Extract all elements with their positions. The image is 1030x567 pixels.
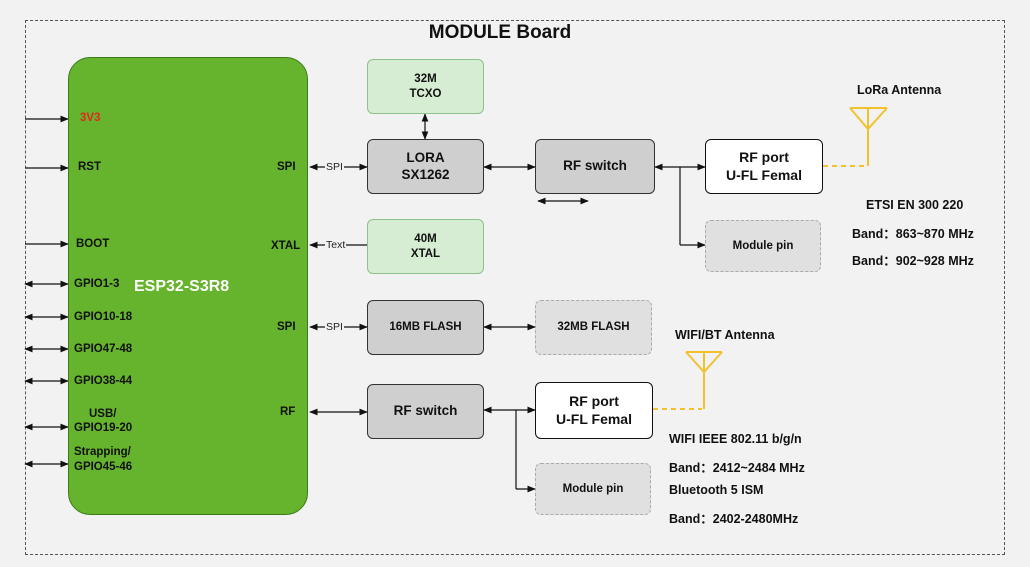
pin-strapping: Strapping/ — [74, 446, 131, 458]
rf-port-top-sublabel: U-FL Femal — [726, 166, 802, 183]
rf-port-bottom-sublabel: U-FL Femal — [556, 410, 632, 427]
module-board-border — [25, 20, 1005, 555]
lora-sublabel: SX1262 — [401, 166, 450, 182]
pin-gpio47-48: GPIO47-48 — [74, 343, 133, 355]
pin-gpio38-44: GPIO38-44 — [74, 375, 133, 387]
module-pin-bottom-label: Module pin — [562, 482, 624, 495]
wifi-spec-band: Band：2412~2484 MHz — [669, 461, 805, 475]
tcxo-sublabel: TCXO — [409, 87, 442, 100]
pin-gpio45-46: GPIO45-46 — [74, 461, 133, 473]
xtal-sublabel: XTAL — [410, 247, 441, 260]
xtal-wire-label: Text — [325, 239, 347, 251]
module-pin-bottom-block: Module pin — [535, 463, 651, 515]
esp32-chip — [68, 57, 308, 515]
pin-gpio10-18: GPIO10-18 — [74, 311, 133, 323]
flash32-block: 32MB FLASH — [535, 300, 652, 355]
chip-name: ESP32-S3R8 — [134, 278, 230, 295]
xtal-label: 40M — [414, 233, 437, 246]
wifi-spec-standard: WIFI IEEE 802.11 b/g/n — [669, 432, 802, 446]
rf-port-top-label: RF port — [739, 149, 789, 165]
lora-antenna-label: LoRa Antenna — [857, 83, 942, 97]
pin-usb: USB/ — [89, 408, 117, 420]
pin-gpio1-3: GPIO1-3 — [74, 278, 120, 290]
rf-switch-bottom-label: RF switch — [393, 403, 458, 419]
flash16-block: 16MB FLASH — [367, 300, 484, 355]
flash32-label: 32MB FLASH — [557, 321, 630, 334]
rf-port-bottom-label: RF port — [569, 393, 619, 409]
lora-spec-band1: Band：863~870 MHz — [852, 227, 974, 241]
diagram-title: MODULE Board — [428, 22, 572, 43]
module-pin-top-label: Module pin — [732, 239, 794, 252]
pin-rst: RST — [78, 161, 101, 173]
rf-switch-top-block: RF switch — [535, 139, 655, 194]
bt-spec-band: Band：2402-2480MHz — [669, 512, 799, 526]
wifi-antenna-label: WIFI/BT Antenna — [675, 328, 775, 342]
lora-spec-band2: Band：902~928 MHz — [852, 254, 974, 268]
bt-spec-standard: Bluetooth 5 ISM — [669, 483, 764, 497]
lora-antenna-icon — [849, 107, 888, 166]
rf-switch-bottom-block: RF switch — [367, 384, 484, 439]
wifi-antenna-icon — [685, 351, 723, 409]
lora-spec-standard: ETSI EN 300 220 — [866, 198, 964, 212]
pin-spi-lora: SPI — [277, 161, 296, 173]
pin-xtal: XTAL — [271, 240, 301, 252]
pin-boot: BOOT — [76, 238, 110, 250]
spi-wire-label: SPI — [325, 161, 344, 173]
pin-spi-flash: SPI — [277, 321, 296, 333]
rf-switch-top-label: RF switch — [563, 158, 627, 174]
pin-gpio19-20: GPIO19-20 — [74, 422, 133, 434]
tcxo-label: 32M — [414, 73, 437, 86]
spi-flash-wire-label: SPI — [325, 321, 344, 333]
flash16-label: 16MB FLASH — [389, 321, 462, 334]
lora-label: LORA — [406, 149, 445, 165]
module-pin-top-block: Module pin — [705, 220, 821, 272]
pin-3v3: 3V3 — [80, 112, 101, 124]
pin-rf: RF — [280, 406, 296, 418]
